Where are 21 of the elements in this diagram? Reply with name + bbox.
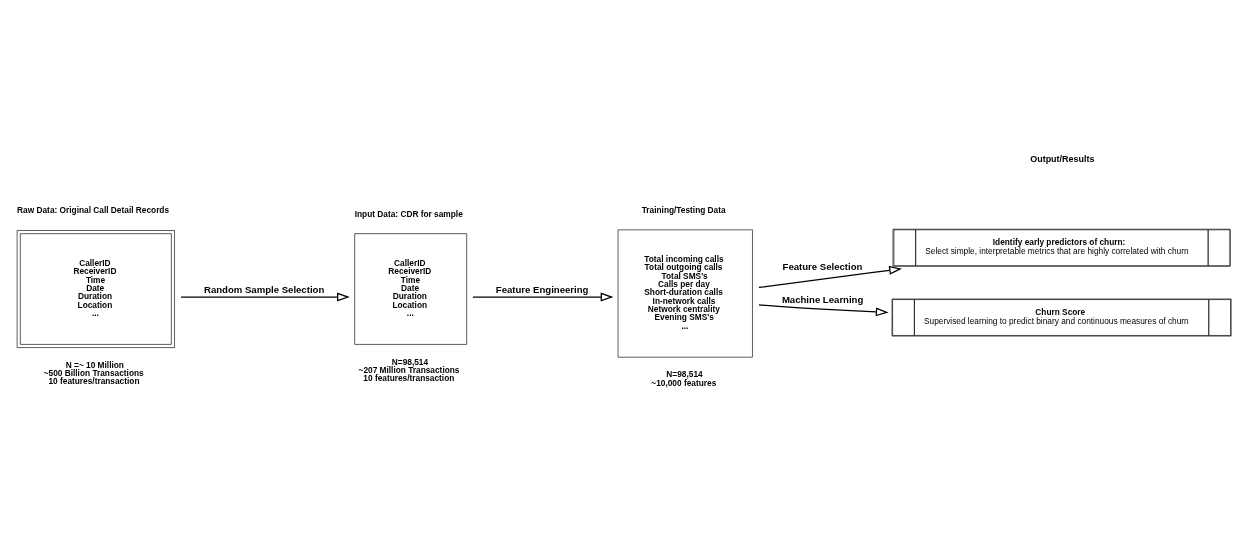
node-label: Training/Testing Data [641,204,726,215]
node-box: Total incoming calls Total outgoing calls Total SMS's Calls per day Short-duration calls In-network calls Network centrality Evening SMS's ... [617,229,753,357]
node-label: 10 features/transaction [363,372,455,383]
node-label: Raw Data: Original Call Detail Records [17,204,170,215]
edge-label: Feature Selection [782,260,863,272]
node-label: N =~ 10 Million [65,359,124,370]
edge-label: Machine Learning [781,293,864,305]
node-label: ~207 Million Transactions [358,364,460,375]
node-label: N=98,514 [391,356,429,366]
arrow [180,292,350,302]
arrow [758,265,902,288]
node-box: CallerID ReceiverID Time Date Duration Location ... [354,232,467,345]
node-label: Input Data: CDR for sample [354,208,463,219]
arrow [472,292,614,302]
edge-label: Random Sample Selection [203,283,325,295]
arrow [758,303,889,316]
node-label: N=98,514 [666,368,703,379]
edge-label: Feature Engineering [495,283,589,295]
node-label: ~500 Billion Transactions [43,367,144,378]
label: Output/Results [1030,153,1095,164]
node-label: 10 features/transaction [48,375,140,386]
